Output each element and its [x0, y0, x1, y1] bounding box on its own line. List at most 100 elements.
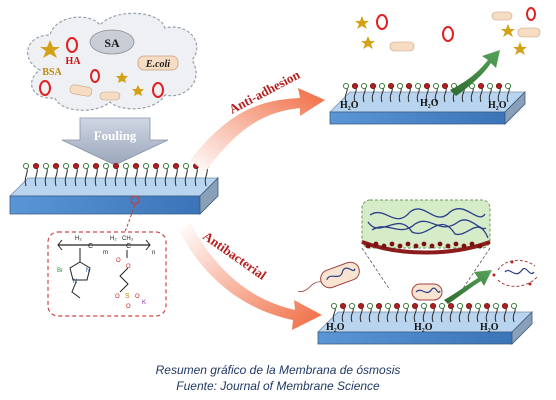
- polymer-n-atom: N: [73, 279, 77, 285]
- water-label: H₂O: [480, 322, 499, 333]
- cation-bead: [102, 162, 110, 170]
- cation-bead: [42, 162, 50, 170]
- anion-bead: [441, 82, 449, 90]
- anion-bead: [387, 82, 395, 90]
- cation-bead: [162, 162, 170, 170]
- ha-ring-icon: [39, 80, 51, 96]
- fouling-arrow: Fouling: [61, 117, 169, 166]
- sa-blob: [89, 29, 135, 55]
- brush-bead: [429, 243, 435, 249]
- anion-bead: [423, 82, 431, 90]
- water-label: H₂O: [414, 322, 433, 333]
- polymer-n: n: [152, 250, 155, 256]
- graphical-abstract-figure: SA HA BSA E.coli Fouling: [9, 7, 541, 345]
- ha-ring-icon: [152, 82, 164, 98]
- ha-ring-icon: [376, 14, 388, 30]
- brush-bead: [477, 243, 483, 249]
- anion-bead: [52, 162, 60, 170]
- brush-bead: [461, 243, 467, 249]
- bacterium-approaching: [297, 261, 360, 292]
- cation-bead: [432, 82, 440, 90]
- bsa-star-icon: [501, 24, 515, 37]
- contaminant-cloud: SA HA BSA E.coli: [27, 12, 198, 111]
- brush-zoom-inset: [361, 199, 491, 291]
- ha-ring-icon: [442, 26, 454, 42]
- water-label: H₂O: [340, 100, 359, 111]
- fouling-label: Fouling: [94, 128, 137, 143]
- cation-bead: [474, 302, 482, 310]
- cation-bead: [122, 162, 130, 170]
- anti-adhesion-membrane: H₂O H₂O H₂O: [329, 7, 541, 125]
- anion-bead: [72, 162, 80, 170]
- anion-bead: [132, 162, 140, 170]
- antibacterial-arrow: Antibacterial: [180, 222, 322, 330]
- release-arrow: [450, 50, 500, 96]
- anion-bead: [152, 162, 160, 170]
- polymer-h2: H₂: [75, 236, 82, 242]
- brush-bead: [397, 243, 403, 249]
- cation-bead: [384, 302, 392, 310]
- ha-ring-icon: [90, 69, 100, 83]
- bacterium-lysed: [492, 260, 539, 287]
- bacterium-contact: [411, 283, 443, 301]
- polymer-structure-box: H₂ C H₂ CH₃ C m n N N Br O O S O O O K: [47, 231, 167, 317]
- zoom-marker: [130, 195, 140, 205]
- bsa-star-icon: [361, 36, 375, 49]
- anion-bead: [172, 162, 180, 170]
- polymer-m: m: [103, 250, 108, 256]
- cation-bead: [504, 82, 512, 90]
- anion-bead: [357, 302, 365, 310]
- polymer-k: K: [142, 300, 146, 306]
- brush-bead: [365, 243, 371, 249]
- bsa-star-icon: [40, 40, 60, 58]
- anion-bead: [465, 302, 473, 310]
- water-label: H₂O: [488, 100, 507, 111]
- cation-bead: [366, 302, 374, 310]
- brush-bead: [421, 241, 427, 247]
- anion-bead: [477, 82, 485, 90]
- anion-bead: [429, 302, 437, 310]
- cation-bead: [330, 302, 338, 310]
- polymer-h2: H₂: [110, 236, 117, 242]
- cation-bead: [510, 302, 518, 310]
- brush-bead: [373, 241, 379, 247]
- anion-bead: [369, 82, 377, 90]
- base-membrane: [9, 162, 219, 215]
- anion-bead: [32, 162, 40, 170]
- brush-bead: [381, 243, 387, 249]
- bsa-star-icon: [116, 72, 128, 83]
- anion-bead: [483, 302, 491, 310]
- ecoli-rod: [69, 84, 93, 97]
- ha-label: HA: [66, 56, 82, 67]
- polymer-o: O: [115, 294, 120, 300]
- cation-bead: [492, 302, 500, 310]
- cation-bead: [378, 82, 386, 90]
- ecoli-rod: [491, 11, 513, 21]
- anion-bead: [339, 302, 347, 310]
- anion-bead: [405, 82, 413, 90]
- ecoli-rod: [389, 41, 415, 52]
- bsa-star-icon: [132, 85, 144, 96]
- cation-bead: [414, 82, 422, 90]
- anion-bead: [495, 82, 503, 90]
- anion-bead: [501, 302, 509, 310]
- ecoli-label: E.coli: [145, 59, 170, 70]
- cation-bead: [420, 302, 428, 310]
- bsa-label: BSA: [42, 67, 62, 78]
- cation-bead: [348, 302, 356, 310]
- anion-bead: [92, 162, 100, 170]
- cation-bead: [486, 82, 494, 90]
- bsa-star-icon: [355, 16, 369, 29]
- polymer-c: C: [88, 243, 93, 250]
- polymer-br: Br: [57, 268, 63, 274]
- ha-ring-icon: [526, 7, 536, 21]
- brush-bead: [445, 243, 451, 249]
- brush-bead: [413, 243, 419, 249]
- ha-ring-icon: [66, 37, 78, 53]
- cation-bead: [22, 162, 30, 170]
- cation-bead: [456, 302, 464, 310]
- anion-bead: [411, 302, 419, 310]
- anion-bead: [447, 302, 455, 310]
- polymer-s: S: [125, 293, 130, 300]
- polymer-o: O: [135, 294, 140, 300]
